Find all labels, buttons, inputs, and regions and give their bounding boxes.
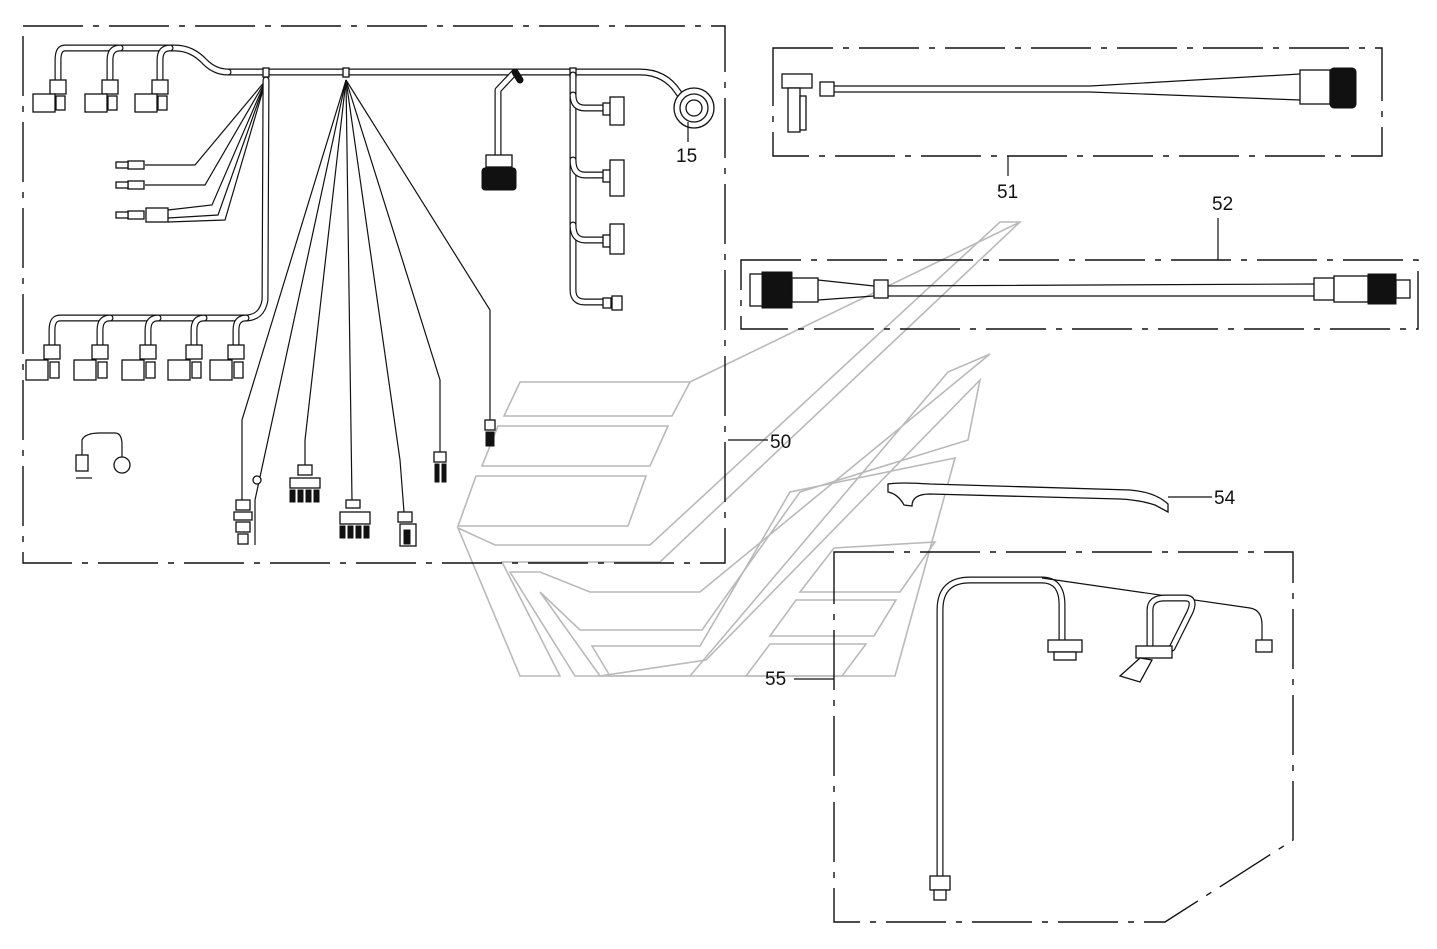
round-connector-icon: [749, 271, 819, 309]
ground-terminal-icon: [75, 432, 131, 479]
cable-51-frame: [772, 47, 1383, 157]
connector-icon: [481, 154, 517, 191]
connector-icon: [929, 875, 951, 901]
connector-icon: [602, 295, 623, 311]
cable-51-group: 51: [772, 47, 1383, 203]
watermark-logo: [456, 221, 1023, 677]
main-harness-group: 15: [22, 25, 726, 564]
connector-icon: [289, 464, 321, 503]
callout-54: 54: [1214, 488, 1236, 509]
callout-50: 50: [770, 432, 791, 453]
strap-54: [887, 482, 1169, 514]
connector-icon: [339, 499, 371, 539]
connector-icon: [84, 79, 119, 113]
connector-icon: [121, 344, 157, 381]
cable-52-frame: [740, 259, 1419, 330]
callout-55: 55: [765, 669, 786, 690]
wire-fan-center: [241, 79, 491, 545]
round-connector-icon: [233, 499, 253, 545]
main-trunk: [224, 68, 688, 104]
callout-51: 51: [997, 182, 1018, 203]
wire-fan-left: [115, 79, 267, 223]
connector-icon: [1118, 645, 1173, 683]
connector-icon: [433, 451, 447, 483]
connector-icon: [134, 79, 169, 113]
round-connector-icon: [673, 87, 715, 129]
connector-icon: [1047, 639, 1083, 661]
connector-icon: [25, 344, 61, 381]
connector-icon: [602, 96, 625, 126]
connector-icon: [167, 344, 203, 381]
connector-icon: [73, 344, 109, 381]
harness-55-frame: [833, 551, 1294, 923]
callout-15: 15: [676, 146, 697, 167]
cable-52-group: 52: [740, 194, 1419, 330]
connector-icon: [602, 223, 625, 255]
connector-icon: [397, 511, 417, 547]
connector-icon: [32, 79, 67, 113]
connector-icon: [484, 419, 496, 447]
connector-icon: [1255, 639, 1273, 653]
connector-icon: [781, 73, 813, 133]
callout-50-group: 50: [728, 432, 791, 453]
harness-55-group: 55: [765, 551, 1294, 923]
callout-52: 52: [1212, 194, 1233, 215]
connector-icon: [602, 159, 625, 197]
main-harness-frame: [22, 25, 726, 564]
connector-icon: [209, 344, 245, 381]
strap-54-group: 54: [887, 482, 1236, 514]
round-connector-icon: [1313, 273, 1411, 305]
